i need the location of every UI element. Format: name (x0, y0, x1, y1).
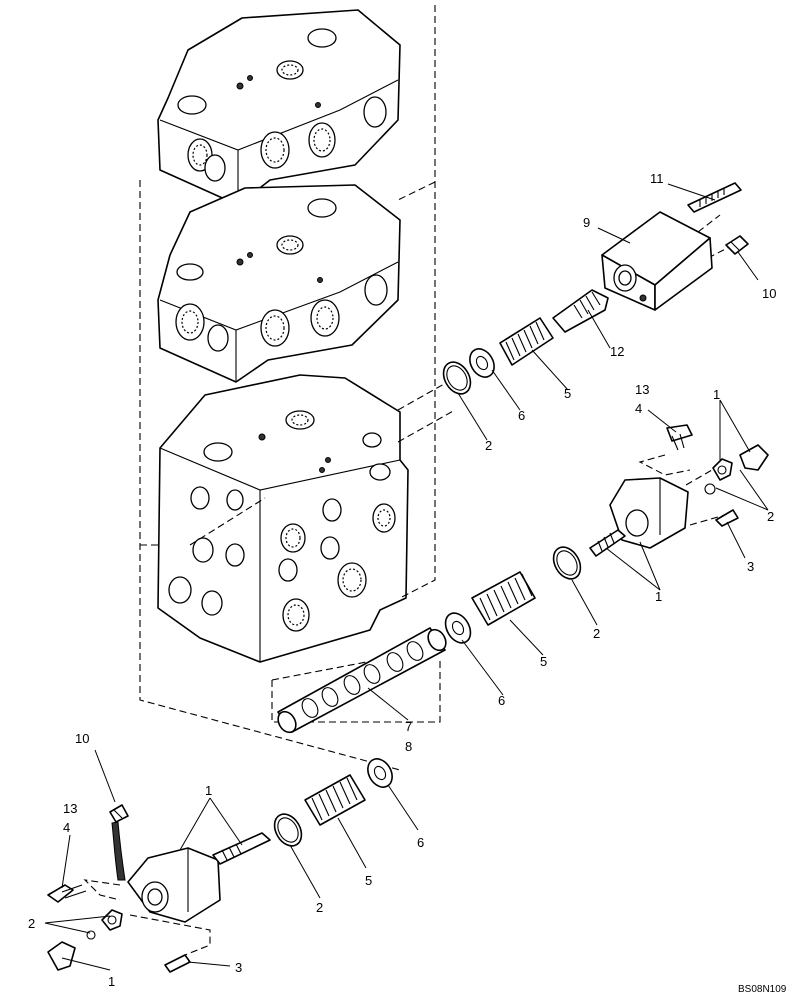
arrow-pointer (111, 821, 126, 881)
lower-bolt (47, 884, 87, 903)
callout-label: 12 (610, 344, 624, 359)
spring-upper (499, 317, 554, 366)
callout-label: 5 (564, 386, 571, 401)
lower-screw (164, 954, 191, 973)
callout-label: 5 (365, 873, 372, 888)
diagram-code: BS08N109 (738, 984, 787, 995)
end-cap-cap (739, 444, 769, 471)
callout-label: 10 (762, 286, 776, 301)
lower-spool-rod (212, 832, 271, 865)
end-cap-nut (712, 458, 733, 481)
callout-label: 1 (713, 387, 720, 402)
callout-label: 6 (417, 835, 424, 850)
callout-label: 1 (205, 783, 212, 798)
plug-fitting-lower (109, 804, 129, 823)
callout-label: 2 (593, 626, 600, 641)
spring-guide (552, 289, 609, 333)
right-end-cap-parts (444, 424, 769, 644)
callout-label: 13 (63, 801, 77, 816)
callout-label: 4 (63, 820, 70, 835)
lower-end-cap-body (127, 847, 221, 923)
solenoid-block (601, 211, 713, 311)
valve-section-bottom (157, 374, 409, 663)
valve-section-top (157, 9, 401, 206)
plug-fitting (725, 235, 749, 255)
callout-label: 2 (316, 900, 323, 915)
end-cap-bolt (666, 424, 693, 451)
callout-label: 6 (518, 408, 525, 423)
callout-label: 2 (485, 438, 492, 453)
lower-nut (101, 909, 123, 931)
callout-label: 13 (635, 382, 649, 397)
spring-lower (304, 774, 366, 826)
callout-label: 7 (405, 719, 412, 734)
callout-label: 10 (75, 731, 89, 746)
callout-label: 2 (28, 916, 35, 931)
callout-label: 6 (498, 693, 505, 708)
o-ring-small-a (704, 483, 716, 495)
end-cap-screw (715, 509, 739, 527)
callout-label: 2 (767, 509, 774, 524)
callout-label: 3 (235, 960, 242, 975)
callout-label: 3 (747, 559, 754, 574)
lower-left-parts (47, 758, 393, 973)
callout-label: 9 (583, 215, 590, 230)
lower-cap (47, 941, 76, 971)
callout-label: 1 (655, 589, 662, 604)
long-bolt (687, 182, 742, 213)
callout-label: 1 (108, 974, 115, 989)
spool-assembly (277, 627, 447, 734)
callout-label: 5 (540, 654, 547, 669)
callout-label: 4 (635, 401, 642, 416)
leader-lines (44, 183, 769, 971)
spring-right (471, 571, 536, 626)
callout-label: 8 (405, 739, 412, 754)
callout-labels: 11 9 10 12 5 6 2 13 4 1 2 3 1 2 5 6 7 8 … (28, 171, 776, 989)
end-cap-body (609, 477, 689, 549)
upper-right-parts (442, 182, 749, 395)
end-cap-spool-rod (589, 529, 626, 557)
valve-section-middle (157, 184, 401, 383)
callout-label: 11 (650, 171, 664, 186)
